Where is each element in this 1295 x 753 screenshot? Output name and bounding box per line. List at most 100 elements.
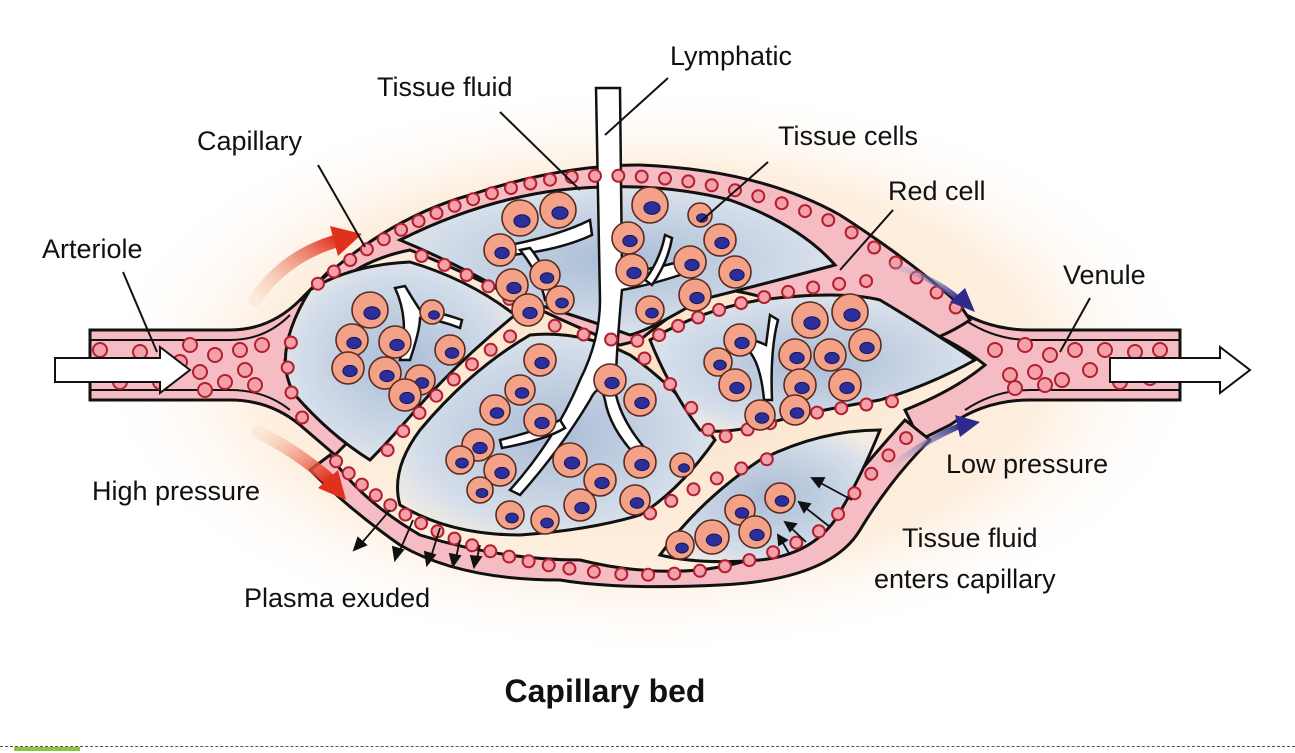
tissue-cell [335,323,369,357]
cell-nucleus [363,306,381,320]
tissue-cell [331,351,365,385]
tissue-cell [778,338,812,372]
cell-nucleus [678,463,690,473]
cell-nucleus [428,310,440,320]
red-cell [885,394,899,409]
red-cell [481,279,496,294]
red-cell [604,332,619,347]
red-cell [1097,342,1113,358]
tissue-fluid-enters-arrows [776,477,853,556]
red-cell [414,516,429,531]
red-cell [1027,364,1043,380]
cell-nucleus [444,347,460,359]
red-cell [987,342,1003,358]
tissue-cell [673,245,707,279]
high-pressure-arrow-top-icon [248,226,362,307]
label-low-pressure: Low pressure [946,449,1108,479]
cell-nucleus [803,316,821,330]
cell-nucleus [714,236,730,250]
red-cell [284,385,299,400]
cell-nucleus [534,356,550,370]
leader-red-cell [839,209,894,271]
lymphatic-branch-right [740,312,780,402]
red-cell [1054,372,1070,388]
cell-nucleus [539,272,555,284]
red-cell [396,424,411,439]
red-cell [192,364,208,380]
red-cell [847,486,862,501]
tissue-cell [388,378,422,412]
tissue-cell [615,253,649,287]
tissue-cell [504,374,536,406]
cell-nucleus [645,307,659,319]
cell-nucleus [626,266,642,280]
cell-nucleus [794,381,810,395]
red-cell [1007,380,1023,396]
tissue-cell [623,383,657,417]
cell-nucleus [346,336,362,350]
red-cell [867,240,882,255]
cell-nucleus [675,542,689,554]
red-cell [483,544,498,559]
red-cell [503,329,518,344]
tissue-cell [779,394,811,426]
red-cell [831,507,846,522]
red-cell [781,284,796,299]
tissue-cell [434,334,466,366]
inflow-arrow-icon [54,344,192,396]
red-cell [712,302,727,317]
tissue-cell [593,363,627,397]
diagram-title: Capillary bed [505,673,706,709]
tissue-cell [523,403,557,437]
tissue-cell [495,268,529,302]
tissue-cell [530,505,560,535]
plasma-exuded-arrows [352,509,483,570]
red-cell [280,360,295,375]
tissue-cell [495,500,525,530]
red-cell [692,563,707,578]
red-cell [859,397,874,412]
cell-nucleus [455,457,469,469]
red-cell [742,553,757,568]
red-cell [652,328,667,343]
tissue-cell [828,368,862,402]
red-cell [521,554,536,569]
red-cell [341,466,356,481]
red-cell [717,559,732,574]
red-cell [864,466,879,481]
red-cell [588,168,602,183]
cell-nucleus [713,359,727,371]
tissue-cell [501,199,539,237]
tissue-cell [718,368,752,402]
cell-nucleus [472,441,488,455]
red-cell [217,374,233,390]
cell-nucleus [563,456,581,470]
tissue-cell [539,191,577,229]
red-cell [447,198,462,213]
red-cell [734,461,749,476]
red-cell [459,268,474,282]
red-cell [383,498,398,513]
tissue-cell [694,519,730,555]
cell-nucleus [754,412,770,424]
cell-nucleus [729,381,745,395]
tissue-cell [623,445,657,479]
label-venule: Venule [1063,260,1146,290]
red-cell [641,567,656,582]
red-cell [686,482,701,497]
venule-vessel [897,288,1182,443]
red-cell [414,249,429,263]
tissue-cell [703,223,737,257]
tissue-cell [583,463,617,497]
tissue-cells-layer [331,186,882,560]
red-cell [643,506,658,521]
red-cell [329,454,344,469]
leader-tissue-fluid [499,111,581,191]
tissue-cell [419,299,445,325]
red-cell [359,242,374,257]
red-cell [899,431,914,446]
red-cell [502,549,517,564]
red-cell [810,405,824,420]
tissue-cell [479,394,511,426]
